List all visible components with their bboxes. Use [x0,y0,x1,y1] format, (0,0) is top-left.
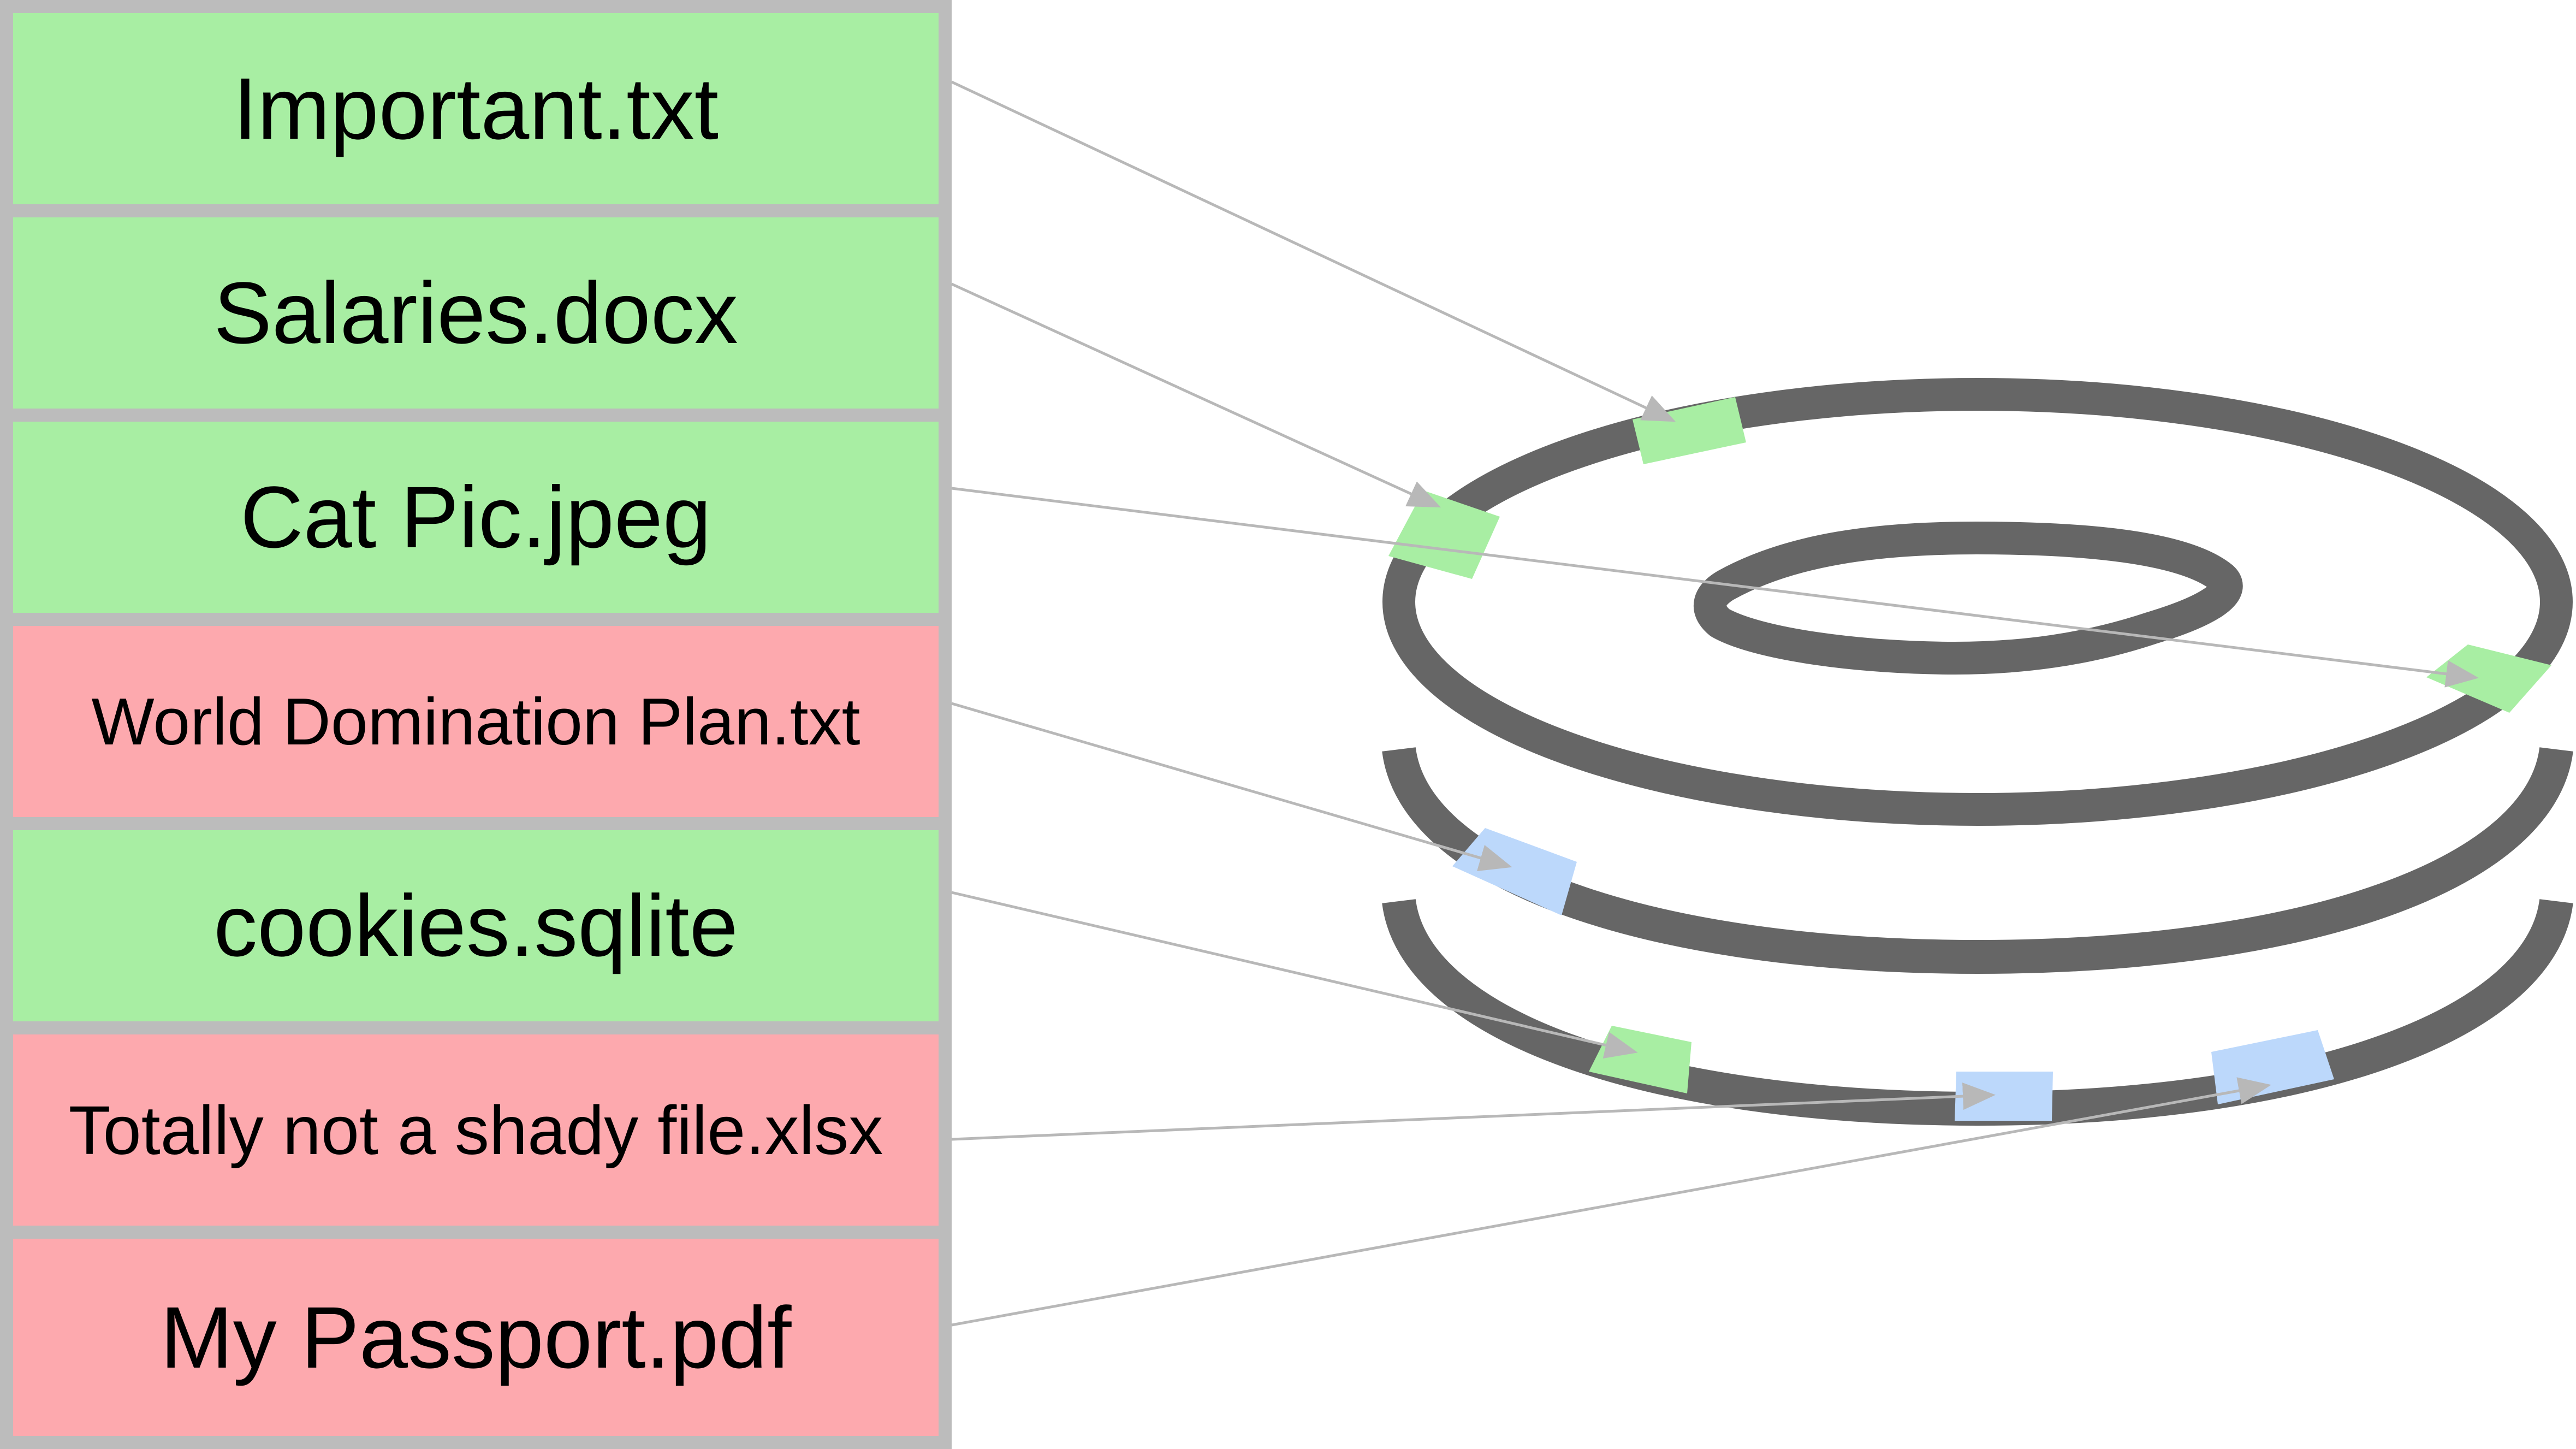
sector-salaries [1388,490,1500,579]
arrow-salaries [951,282,1441,508]
file-item-salaries: Salaries.docx [13,217,939,409]
file-name: Salaries.docx [213,264,738,362]
file-item-cookies: cookies.sqlite [13,830,939,1021]
arrow-passport [951,1077,2271,1327]
arrow-important [951,80,1676,422]
arrow-cookies [951,891,1638,1058]
file-name: Important.txt [233,60,719,157]
arrow-cat-pic [951,487,2479,688]
file-item-cat-pic: Cat Pic.jpeg [13,422,939,613]
disk-platter-middle [1382,747,2573,974]
sector-important [1633,397,1746,464]
file-name: Totally not a shady file.xlsx [68,1091,883,1169]
file-item-world-domination: World Domination Plan.txt [13,626,939,817]
arrow-world-domination [951,702,1512,871]
arrows [951,80,2479,1327]
file-name: Cat Pic.jpeg [240,468,711,566]
file-item-shady: Totally not a shady file.xlsx [13,1034,939,1226]
arrow-shady [951,1083,1996,1141]
inner-track [1694,522,2243,675]
disk-platter-top [1382,378,2573,826]
file-name: My Passport.pdf [160,1288,792,1386]
file-item-passport: My Passport.pdf [13,1239,939,1436]
file-list: Important.txt Salaries.docx Cat Pic.jpeg… [0,0,952,1449]
file-name: World Domination Plan.txt [91,684,860,759]
file-item-important: Important.txt [13,13,939,204]
file-name: cookies.sqlite [213,877,738,974]
outer-ring [1382,378,2573,826]
